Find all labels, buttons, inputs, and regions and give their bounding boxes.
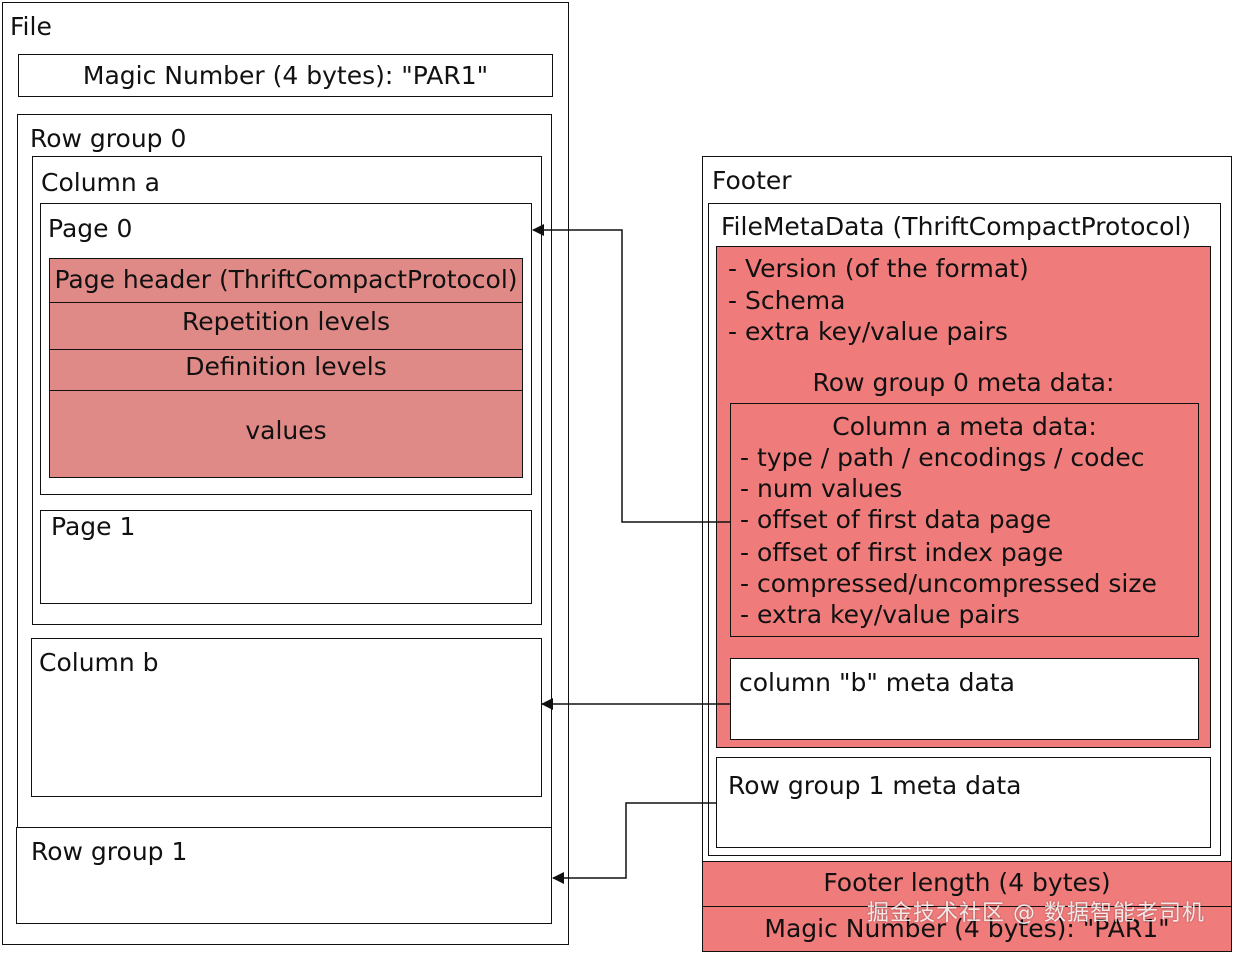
column-b-meta-label: column "b" meta data	[739, 668, 1015, 697]
fmd-extra-kv: - extra key/value pairs	[728, 317, 1008, 346]
col-a-num-values: - num values	[740, 474, 903, 503]
row-group-1-title: Row group 1	[31, 837, 188, 866]
footer-title: Footer	[712, 166, 792, 195]
col-a-offset-index: - offset of first index page	[740, 538, 1064, 567]
magic-number-top: Magic Number (4 bytes): "PAR1"	[18, 54, 553, 97]
fmd-version: - Version (of the format)	[728, 254, 1029, 283]
values-band: values	[50, 390, 522, 479]
page-0-title: Page 0	[48, 214, 133, 243]
definition-levels-band: Definition levels	[50, 349, 522, 390]
rg0-meta-title: Row group 0 meta data:	[812, 368, 1115, 397]
footer-length-label: Footer length (4 bytes)	[823, 868, 1111, 897]
repetition-levels-label: Repetition levels	[182, 307, 390, 336]
page-header-band: Page header (ThriftCompactProtocol)	[50, 259, 522, 302]
filemetadata-title: FileMetaData (ThriftCompactProtocol)	[721, 212, 1192, 241]
column-b	[31, 638, 542, 797]
magic-number-top-label: Magic Number (4 bytes): "PAR1"	[82, 61, 489, 90]
column-a-title: Column a	[41, 168, 161, 197]
column-a-meta-title: Column a meta data:	[832, 412, 1097, 441]
column-a-meta-box	[730, 403, 1199, 637]
col-a-extra-kv: - extra key/value pairs	[740, 600, 1020, 629]
file-title: File	[10, 12, 52, 41]
row-group-1-meta-box	[716, 757, 1211, 848]
definition-levels-label: Definition levels	[185, 352, 387, 381]
row-group-1-meta-label: Row group 1 meta data	[728, 771, 1022, 800]
fmd-schema: - Schema	[728, 286, 846, 315]
repetition-levels-band: Repetition levels	[50, 302, 522, 349]
column-b-title: Column b	[39, 648, 159, 677]
footer-magic-label: Magic Number (4 bytes): "PAR1"	[764, 914, 1170, 943]
footer-magic-box: Magic Number (4 bytes): "PAR1"	[702, 906, 1232, 952]
col-a-type-path: - type / path / encodings / codec	[740, 443, 1145, 472]
arrow-rg1-to-row-group-1	[552, 802, 716, 884]
row-group-0-title: Row group 0	[30, 124, 187, 153]
page-1	[40, 510, 532, 604]
column-b-meta-box	[730, 658, 1199, 740]
col-a-size: - compressed/uncompressed size	[740, 569, 1157, 598]
row-group-1	[16, 827, 552, 924]
watermark: 掘金技术社区 @ 数据智能老司机	[867, 901, 1205, 926]
page-0-content: Page header (ThriftCompactProtocol) Repe…	[49, 258, 523, 478]
page-1-title: Page 1	[51, 512, 136, 541]
page-header-label: Page header (ThriftCompactProtocol)	[54, 265, 518, 294]
col-a-offset-data: - offset of first data page	[740, 505, 1052, 534]
values-label: values	[245, 416, 327, 445]
